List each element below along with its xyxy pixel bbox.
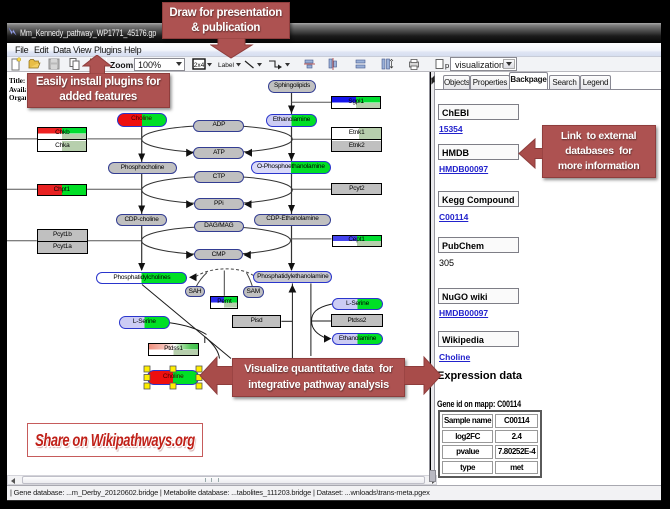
svg-text:Label: Label [218,62,234,69]
svg-text:2x4: 2x4 [194,62,205,69]
svg-text:p: p [445,61,449,70]
